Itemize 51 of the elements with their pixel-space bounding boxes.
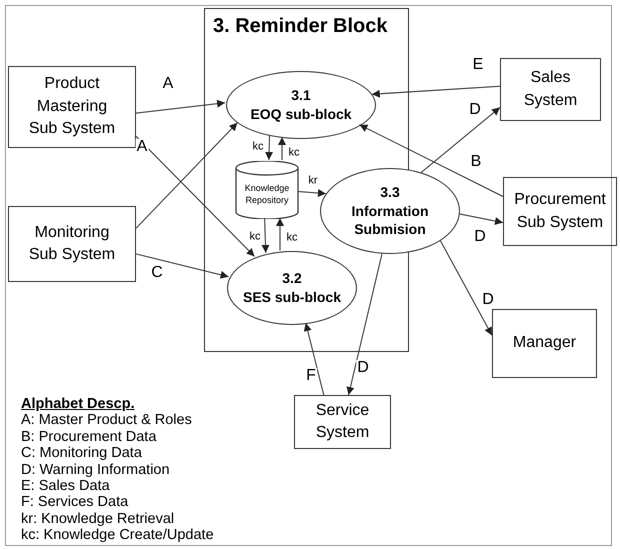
node-label: SES sub-block <box>242 288 342 307</box>
edge-label: kr <box>307 176 319 186</box>
database-cylinder <box>235 161 299 219</box>
process-number: 3.3 <box>380 182 400 202</box>
legend-entry: E: Sales Data <box>21 479 110 494</box>
edge-label: kc <box>252 142 264 152</box>
node-label: Service System <box>314 400 370 443</box>
legend-entry: A: Master Product & Roles <box>21 413 192 428</box>
process-number: 3.2 <box>282 269 302 288</box>
arrow <box>265 134 274 160</box>
edge-label: kc <box>286 232 298 244</box>
entity-box <box>8 66 136 148</box>
arrow <box>420 106 500 173</box>
legend-entry: B: Procurement Data <box>21 430 156 444</box>
arrow <box>136 100 226 114</box>
process-number: 3.1 <box>291 86 311 105</box>
arrow <box>459 213 504 225</box>
legend-entry: F: Services Data <box>21 495 128 510</box>
legend-entry: kc: Knowledge Create/Update <box>21 528 214 543</box>
arrow <box>358 124 504 197</box>
node-label: 3. Reminder Block <box>213 15 388 38</box>
node-label: Manager <box>512 333 576 354</box>
arrow <box>371 86 500 98</box>
arrow <box>440 240 492 336</box>
arrow <box>136 122 238 229</box>
legend-entry: C: Monitoring Data <box>21 446 142 461</box>
node-label: Knowledge Repository <box>244 183 290 207</box>
node-label: Product Mastering Sub System <box>28 74 116 140</box>
legend-title: Alphabet Descp. <box>21 397 135 412</box>
edge-label: kc <box>288 148 300 158</box>
arrow <box>304 322 324 396</box>
arrow <box>278 136 286 160</box>
node-label: Sales System <box>522 68 578 110</box>
entity-box <box>8 206 136 282</box>
node-label: Information Submision <box>350 202 430 240</box>
arrow <box>298 189 326 198</box>
arrow <box>136 253 230 279</box>
entity-box <box>503 177 617 246</box>
arrow <box>346 253 383 396</box>
node-label: Procurement Sub System <box>514 190 606 232</box>
node-label: EOQ sub-block <box>250 105 352 124</box>
entity-box <box>500 58 601 121</box>
legend-entry: D: Warning Information <box>21 462 170 478</box>
legend-entry: kr: Knowledge Retrieval <box>21 512 174 526</box>
arrow <box>276 218 284 252</box>
edge-label: kc <box>248 232 262 242</box>
entity-box <box>294 395 391 449</box>
arrow <box>262 218 270 254</box>
node-label: Monitoring Sub System <box>28 222 116 265</box>
arrow <box>136 136 255 257</box>
entity-box <box>492 309 597 378</box>
